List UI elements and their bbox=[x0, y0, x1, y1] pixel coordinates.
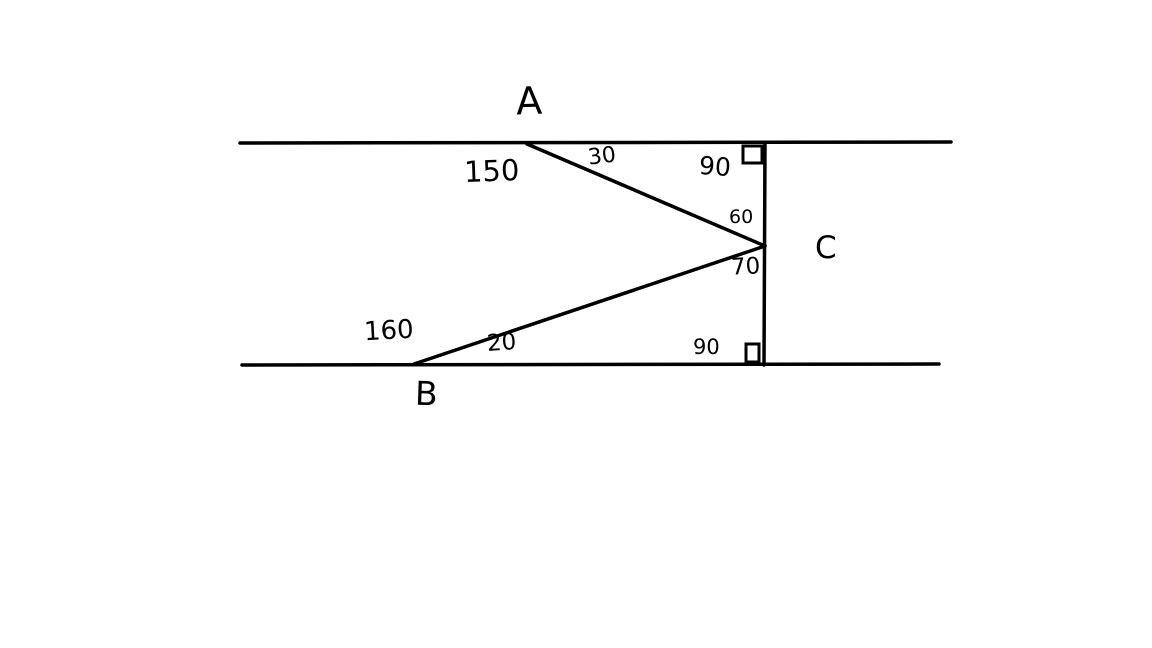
point-label-a: A bbox=[515, 78, 543, 124]
segment-b-c bbox=[412, 244, 767, 366]
angle-label-90-bottom-right: 90 bbox=[693, 335, 720, 359]
bottom-parallel-line bbox=[240, 362, 941, 367]
angle-label-30-at-a: 30 bbox=[586, 142, 618, 171]
point-label-c: C bbox=[815, 230, 837, 266]
angle-label-20-at-b: 20 bbox=[486, 329, 518, 357]
vertical-segment-c bbox=[762, 141, 767, 367]
angle-label-150-at-a: 150 bbox=[463, 153, 520, 189]
angle-label-60-at-c: 60 bbox=[729, 206, 754, 228]
right-angle-mark-top bbox=[741, 144, 764, 165]
point-label-b: B bbox=[414, 373, 439, 414]
angle-label-90-top-right: 90 bbox=[698, 150, 732, 183]
angle-label-160-at-b: 160 bbox=[363, 314, 415, 348]
segment-a-c bbox=[525, 142, 767, 248]
top-parallel-line bbox=[238, 140, 953, 145]
angle-label-70-at-c: 70 bbox=[730, 253, 761, 281]
right-angle-mark-bottom bbox=[744, 342, 761, 364]
